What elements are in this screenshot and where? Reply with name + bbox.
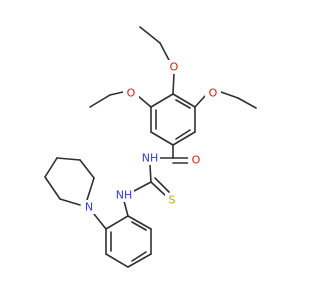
bond-ring1-c (172, 131, 196, 146)
bonds (44, 26, 257, 268)
bond-nh-thio (149, 164, 152, 183)
o-carbonyl-bg (188, 153, 204, 167)
nitrogen-piperidine-label: N (85, 201, 93, 214)
o-left-bg (123, 86, 139, 100)
bond-ring2-n (93, 213, 107, 230)
o-right-bg (205, 86, 221, 100)
bond-thio-1 (150, 181, 167, 197)
bond-ring1-double-1 (175, 99, 191, 109)
bond-ring2-double-2 (131, 251, 147, 262)
bond-ring2-d (105, 253, 129, 268)
oxygen-top-label: O (170, 61, 179, 74)
bond-ring2-a (127, 215, 152, 230)
structure-svg: O O O O NH S NH N (44, 26, 257, 268)
n-piperidine-bg (82, 200, 96, 214)
atom-labels: O O O O NH S NH N (82, 60, 221, 214)
bond-ring2-f (105, 215, 129, 230)
nh-amide-bg (140, 151, 160, 165)
bond-o-top-ring (172, 72, 175, 95)
nh-amide-label: NH (142, 152, 159, 165)
bond-nh-ring2 (123, 200, 129, 217)
nh-aryl-bg (114, 188, 134, 202)
bond-ring2-double-1 (131, 221, 147, 231)
bond-ring2-c (127, 253, 152, 268)
oxygen-carbonyl-label: O (192, 154, 201, 167)
bond-o-right-ring (194, 95, 206, 108)
bond-pip-f (59, 198, 81, 206)
bond-pip-e (44, 176, 61, 200)
bond-pip-c (56, 157, 81, 161)
molecule-diagram: O O O O NH S NH N (44, 26, 257, 268)
bond-thio-2 (154, 177, 170, 193)
s-bg (165, 193, 179, 207)
oxygen-left-label: O (127, 87, 136, 100)
oxygen-right-label: O (209, 87, 218, 100)
bond-o-left-ring (137, 95, 152, 108)
o-top-bg (166, 60, 182, 74)
bond-ring1-a (172, 93, 196, 108)
bond-ethyl-left-1 (89, 94, 111, 108)
bond-ethyl-left-2 (109, 91, 124, 96)
bond-ethyl-top-1 (139, 26, 161, 44)
sulfur-label: S (169, 194, 176, 207)
nh-aryl-label: NH (116, 189, 133, 202)
bond-pip-b (79, 159, 95, 179)
bond-pip-a (86, 177, 95, 201)
bond-ethyl-top-2 (159, 42, 171, 63)
bond-ethyl-right-1 (220, 91, 239, 99)
bond-ethyl-right-2 (237, 97, 257, 109)
bond-ring1-d (150, 131, 174, 146)
bond-pip-d (44, 157, 58, 178)
bond-thio-nh (133, 181, 152, 192)
bond-ring1-f (150, 93, 174, 108)
bond-ring1-double-3 (175, 129, 191, 140)
